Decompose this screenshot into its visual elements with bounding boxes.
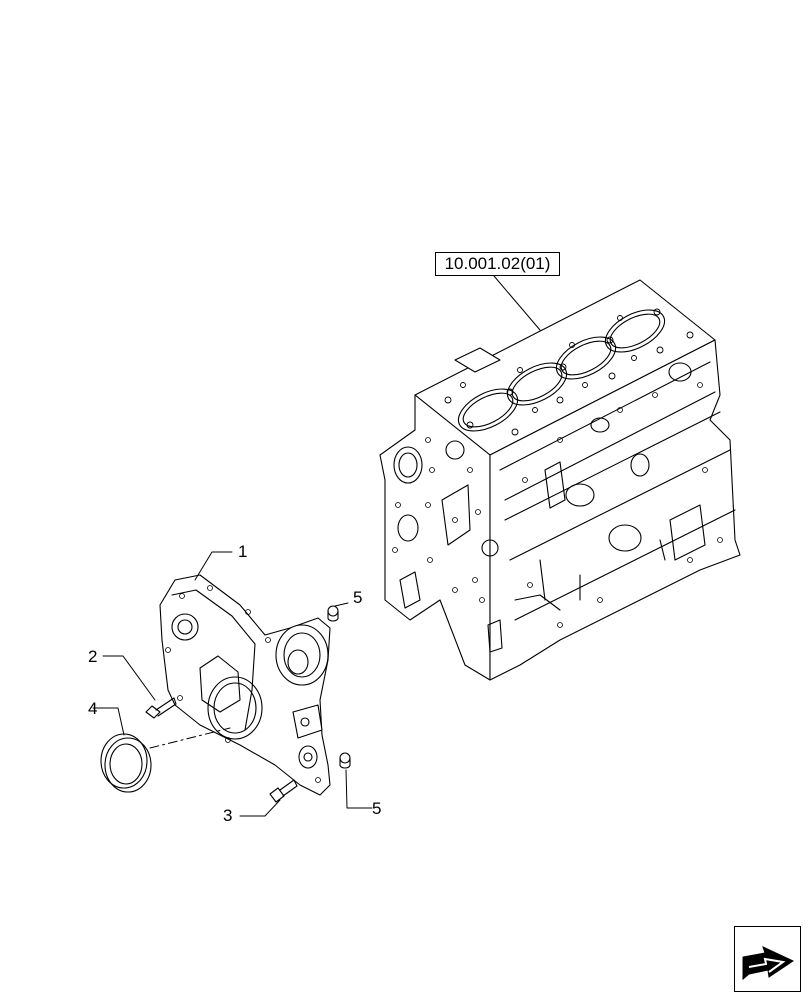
callout-5-upper: 5	[353, 588, 362, 607]
dowel-part-5-upper	[327, 605, 339, 622]
reference-link-box[interactable]: 10.001.02(01)	[435, 252, 560, 276]
bolt-part-2	[145, 697, 177, 719]
leader-lines	[92, 275, 541, 817]
timing-cover	[159, 574, 331, 796]
next-page-arrow-icon	[742, 946, 795, 981]
callout-5-lower: 5	[372, 799, 381, 818]
callout-3: 3	[223, 806, 232, 825]
dowel-part-5-lower	[339, 752, 351, 769]
callout-2: 2	[88, 647, 97, 666]
seal-ring-part-4	[100, 733, 152, 793]
bolt-part-3	[269, 779, 298, 803]
callout-4: 4	[88, 699, 97, 718]
next-page-button[interactable]	[734, 926, 801, 992]
engine-block	[379, 279, 741, 681]
callout-1: 1	[238, 542, 247, 561]
